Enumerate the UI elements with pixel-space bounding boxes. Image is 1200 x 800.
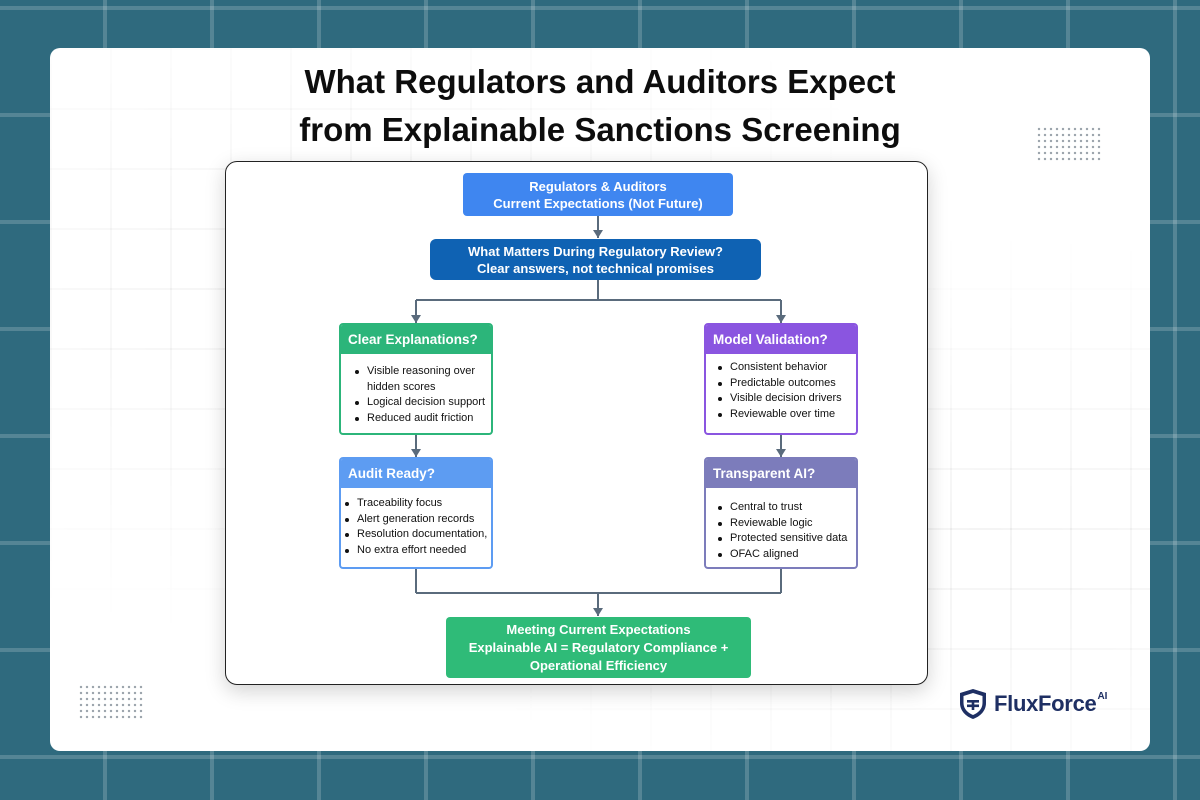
node-clear-explanations-list: Visible reasoning over hidden scores Log… [341,364,491,426]
node-regulators-auditors: Regulators & Auditors Current Expectatio… [463,173,733,216]
list-item: Logical decision support [355,395,491,411]
node-meeting-expectations: Meeting Current Expectations Explainable… [446,617,751,678]
list-item: Reviewable over time [718,407,856,423]
logo-wordmark: FluxForce [994,691,1097,716]
dot-pattern-top-right [1036,126,1102,162]
list-item: Consistent behavior [718,360,856,376]
list-item: Alert generation records [345,512,491,528]
node-transparent-ai: Transparent AI? Central to trust Reviewa… [704,457,858,569]
node-regulators-line-2: Current Expectations (Not Future) [493,195,703,211]
node-meeting-line-1: Meeting Current Expectations [506,621,691,637]
node-question-line-1: What Matters During Regulatory Review? [468,243,723,259]
node-transparent-ai-list: Central to trust Reviewable logic Protec… [706,500,856,562]
node-regulatory-review-question: What Matters During Regulatory Review? C… [430,239,761,280]
list-item: Traceability focus [345,496,491,512]
node-clear-explanations-title: Clear Explanations? [341,325,491,354]
shield-icon [960,689,986,719]
node-clear-explanations: Clear Explanations? Visible reasoning ov… [339,323,493,435]
page-title: What Regulators and Auditors Expect from… [0,58,1200,154]
node-audit-ready: Audit Ready? Traceability focus Alert ge… [339,457,493,569]
list-item: Central to trust [718,500,856,516]
node-transparent-ai-title: Transparent AI? [706,459,856,488]
dot-pattern-bottom-left [78,684,144,720]
list-item: Visible decision drivers [718,391,856,407]
list-item: Protected sensitive data [718,531,856,547]
list-item: No extra effort needed [345,543,491,559]
fluxforce-logo: FluxForce AI [958,688,1107,720]
list-item: hidden scores [367,380,436,393]
list-item: Resolution documentation, [345,527,491,543]
node-meeting-line-2: Explainable AI = Regulatory Compliance + [468,639,729,655]
node-regulators-line-1: Regulators & Auditors [529,178,667,194]
node-audit-ready-title: Audit Ready? [341,459,491,488]
logo-ai-suffix: AI [1097,690,1108,702]
list-item: OFAC aligned [718,547,856,563]
node-model-validation: Model Validation? Consistent behavior Pr… [704,323,858,435]
list-item: Visible reasoning over [355,364,491,380]
title-line-1: What Regulators and Auditors Expect [304,63,896,100]
node-question-line-2: Clear answers, not technical promises [477,260,714,276]
list-item: Reviewable logic [718,516,856,532]
node-model-validation-title: Model Validation? [706,325,856,354]
title-line-2: from Explainable Sanctions Screening [299,111,901,148]
node-audit-ready-list: Traceability focus Alert generation reco… [341,496,491,558]
list-item: Reduced audit friction [355,411,491,427]
list-item: Predictable outcomes [718,376,856,392]
node-model-validation-list: Consistent behavior Predictable outcomes… [706,360,856,422]
node-meeting-line-3: Operational Efficiency [529,657,668,673]
